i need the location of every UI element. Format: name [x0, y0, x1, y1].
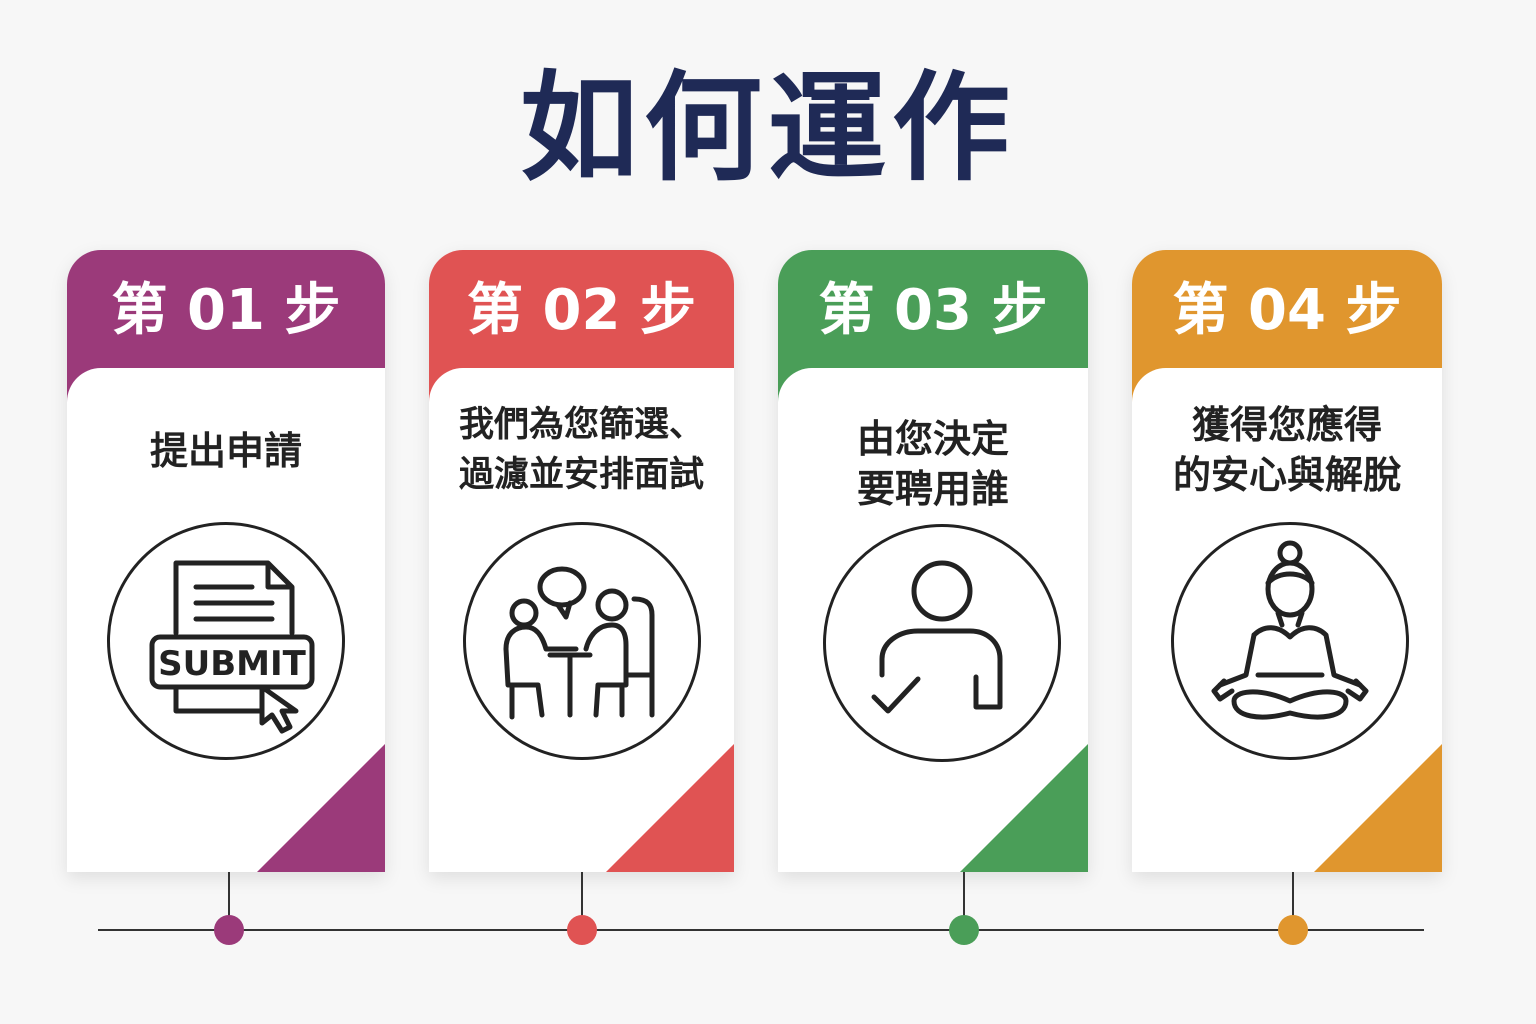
step-desc-4: 獲得您應得 的安心與解脫 — [1132, 400, 1442, 500]
step-card-4: 第 04 步 獲得您應得 的安心與解脫 — [1132, 250, 1442, 872]
submit-document-icon: SUBMIT — [107, 522, 345, 760]
timeline-connector-2 — [581, 872, 583, 916]
step-desc-3: 由您決定 要聘用誰 — [778, 414, 1088, 514]
timeline-dot-4 — [1278, 915, 1308, 945]
step-desc-3-line-2: 要聘用誰 — [856, 467, 1009, 511]
submit-text: SUBMIT — [158, 644, 306, 684]
timeline-connector-1 — [228, 872, 230, 916]
step-desc-1-line-1: 提出申請 — [149, 429, 302, 473]
step-body-1: 提出申請 SUBMIT — [67, 368, 385, 872]
timeline-connector-3 — [963, 872, 965, 916]
step-desc-3-line-1: 由您決定 — [856, 417, 1009, 461]
step-label-1: 第 01 步 — [111, 278, 341, 343]
timeline-dot-1 — [214, 915, 244, 945]
step-body-3: 由您決定 要聘用誰 — [778, 368, 1088, 872]
step-card-2: 第 02 步 我們為您篩選、 過濾並安排面試 — [429, 250, 734, 872]
meditation-icon — [1171, 522, 1409, 760]
person-check-icon — [823, 524, 1061, 762]
step-desc-4-line-2: 的安心與解脫 — [1172, 453, 1401, 497]
corner-accent-1 — [257, 744, 385, 872]
timeline-connector-4 — [1292, 872, 1294, 916]
step-desc-2-line-2: 過濾並安排面試 — [458, 455, 704, 495]
step-label-4: 第 04 步 — [1172, 278, 1402, 343]
step-desc-2-line-1: 我們為您篩選、 — [458, 405, 704, 445]
step-body-2: 我們為您篩選、 過濾並安排面試 — [429, 368, 734, 872]
step-desc-4-line-1: 獲得您應得 — [1191, 403, 1382, 447]
step-desc-2: 我們為您篩選、 過濾並安排面試 — [429, 400, 734, 500]
corner-accent-2 — [606, 744, 734, 872]
corner-accent-4 — [1314, 744, 1442, 872]
step-card-3: 第 03 步 由您決定 要聘用誰 — [778, 250, 1088, 872]
step-label-2: 第 02 步 — [467, 278, 696, 343]
step-card-1: 第 01 步 提出申請 SUBMIT — [67, 250, 385, 872]
corner-accent-3 — [960, 744, 1088, 872]
timeline-line — [98, 929, 1424, 931]
timeline-dot-2 — [567, 915, 597, 945]
step-body-4: 獲得您應得 的安心與解脫 — [1132, 368, 1442, 872]
interview-icon — [463, 522, 701, 760]
page-title: 如何運作 — [519, 59, 1016, 197]
step-desc-1: 提出申請 — [67, 426, 385, 476]
timeline-dot-3 — [949, 915, 979, 945]
step-label-3: 第 03 步 — [818, 278, 1048, 343]
